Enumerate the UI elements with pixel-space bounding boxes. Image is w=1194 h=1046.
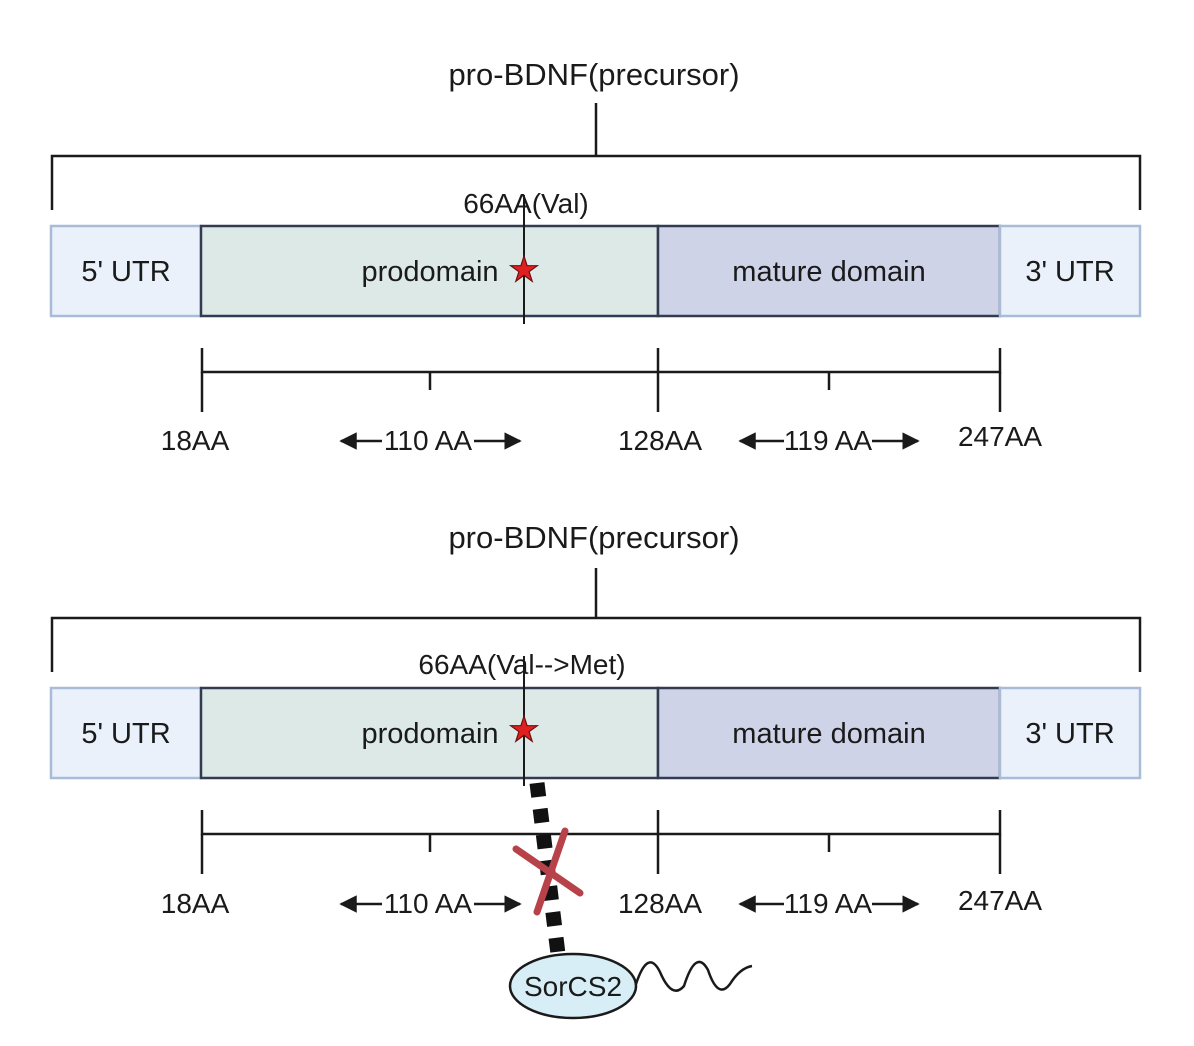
utr3-label: 3' UTR <box>1025 718 1114 750</box>
position-start: 18AA <box>161 425 230 456</box>
position-mid: 128AA <box>618 888 702 919</box>
mature-domain-label: mature domain <box>732 718 925 750</box>
mutation-star-icon <box>508 714 540 743</box>
membrane-tail-wave <box>634 960 753 992</box>
sorcs2-ellipse <box>508 952 638 1020</box>
utr5-box <box>49 686 203 780</box>
sorcs2-label: SorCS2 <box>524 971 622 1002</box>
position-mid: 128AA <box>618 425 702 456</box>
prodomain-span: 110 AA <box>384 888 473 919</box>
diagram-title: pro-BDNF(precursor) <box>448 57 739 92</box>
precursor-bracket <box>50 568 1142 672</box>
prodomain-label: prodomain <box>361 718 498 750</box>
aa-range-bracket <box>200 810 1002 836</box>
mature-domain-box <box>656 224 1002 318</box>
mature-domain-box <box>656 686 1002 780</box>
prodomain-span: 110 AA <box>384 425 473 456</box>
diagram-title: pro-BDNF(precursor) <box>448 520 739 555</box>
mutation-label: 66AA(Val-->Met) <box>418 649 625 680</box>
aa-range-bracket <box>200 348 1002 374</box>
prodomain-box <box>199 224 660 318</box>
utr5-box <box>49 224 203 318</box>
mutation-star-icon <box>508 254 540 283</box>
position-start: 18AA <box>161 888 230 919</box>
utr3-box <box>998 686 1142 780</box>
mature-span: 119 AA <box>784 888 873 919</box>
diagram-wild-type: pro-BDNF(precursor) 5' UTR prodomain mat… <box>49 57 1142 456</box>
utr3-label: 3' UTR <box>1025 256 1114 288</box>
mature-domain-label: mature domain <box>732 256 925 288</box>
diagram-met-variant: pro-BDNF(precursor) 5' UTR prodomain mat… <box>49 520 1142 1020</box>
precursor-bracket <box>50 103 1142 210</box>
utr5-label: 5' UTR <box>81 256 170 288</box>
mature-span: 119 AA <box>784 425 873 456</box>
position-end: 247AA <box>958 421 1042 452</box>
blocked-cross-icon <box>512 827 584 916</box>
prodomain-box <box>199 686 660 780</box>
mutation-label: 66AA(Val) <box>463 188 589 219</box>
utr5-label: 5' UTR <box>81 718 170 750</box>
utr3-box <box>998 224 1142 318</box>
prodomain-label: prodomain <box>361 256 498 288</box>
position-end: 247AA <box>958 885 1042 916</box>
